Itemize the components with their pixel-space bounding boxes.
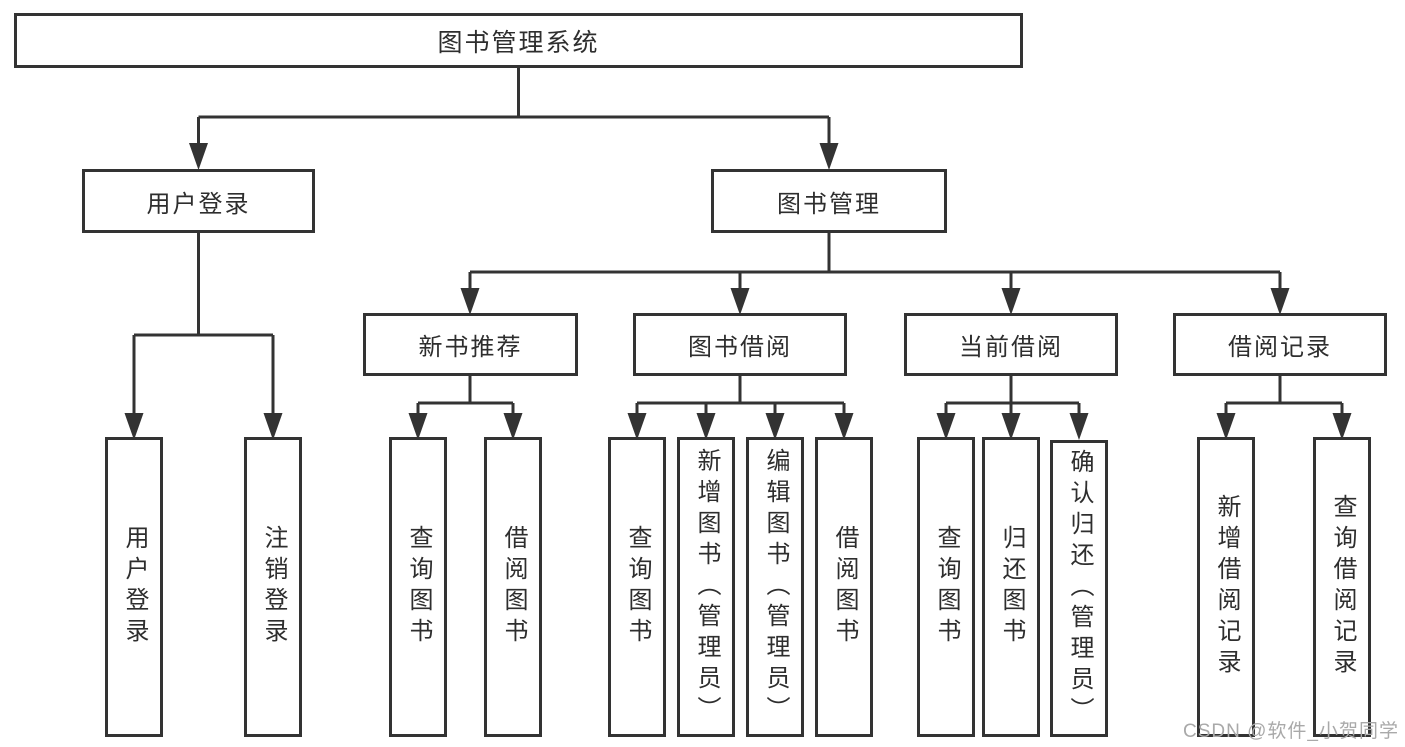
node-label: 图书借阅 — [688, 334, 792, 361]
node-user-login: 用户登录 — [82, 169, 315, 233]
leaf-query-books-current: 查询图书 — [917, 437, 975, 737]
node-label: 查询图书 — [933, 525, 960, 649]
node-label: 借阅图书 — [500, 525, 527, 649]
node-label: 图书管理 — [777, 190, 881, 218]
node-label: 用户登录 — [146, 190, 251, 218]
node-label: 新增图书（管理员） — [693, 447, 720, 727]
node-root-system: 图书管理系统 — [14, 13, 1023, 68]
leaf-logout: 注销登录 — [244, 437, 302, 737]
node-label: 查询图书 — [405, 525, 432, 649]
node-book-management: 图书管理 — [711, 169, 947, 233]
node-label: 查询图书 — [624, 525, 651, 649]
node-label: 确认归还（管理员） — [1066, 449, 1093, 728]
leaf-query-books-borrow: 查询图书 — [608, 437, 666, 737]
leaf-add-books-admin: 新增图书（管理员） — [677, 437, 735, 737]
node-label: 查询借阅记录 — [1329, 494, 1356, 680]
node-label: 用户登录 — [121, 525, 148, 649]
arrowhead-icons — [124, 143, 1352, 440]
leaf-borrow-books-recommend: 借阅图书 — [484, 437, 542, 737]
csdn-watermark: CSDN @软件_小贺同学 — [1183, 721, 1399, 742]
leaf-borrow-books: 借阅图书 — [815, 437, 873, 737]
node-label: 借阅记录 — [1228, 334, 1332, 361]
leaf-return-books: 归还图书 — [982, 437, 1040, 737]
node-label: 新书推荐 — [418, 334, 523, 361]
node-current-borrow: 当前借阅 — [904, 313, 1118, 376]
leaf-add-borrow-record: 新增借阅记录 — [1197, 437, 1255, 737]
node-label: 新增借阅记录 — [1213, 494, 1240, 680]
leaf-user-login: 用户登录 — [105, 437, 163, 737]
leaf-query-borrow-record: 查询借阅记录 — [1313, 437, 1371, 737]
node-label: 图书管理系统 — [437, 28, 600, 57]
leaf-query-books-recommend: 查询图书 — [389, 437, 447, 737]
node-new-book-recommend: 新书推荐 — [363, 313, 578, 376]
node-label: 注销登录 — [260, 525, 287, 649]
node-book-borrow: 图书借阅 — [633, 313, 847, 376]
node-label: 借阅图书 — [831, 525, 858, 649]
node-label: 当前借阅 — [959, 334, 1063, 361]
node-label: 编辑图书（管理员） — [762, 447, 789, 727]
leaf-edit-books-admin: 编辑图书（管理员） — [746, 437, 804, 737]
node-label: 归还图书 — [998, 525, 1025, 649]
node-borrow-records: 借阅记录 — [1173, 313, 1387, 376]
leaf-confirm-return-admin: 确认归还（管理员） — [1050, 440, 1108, 737]
